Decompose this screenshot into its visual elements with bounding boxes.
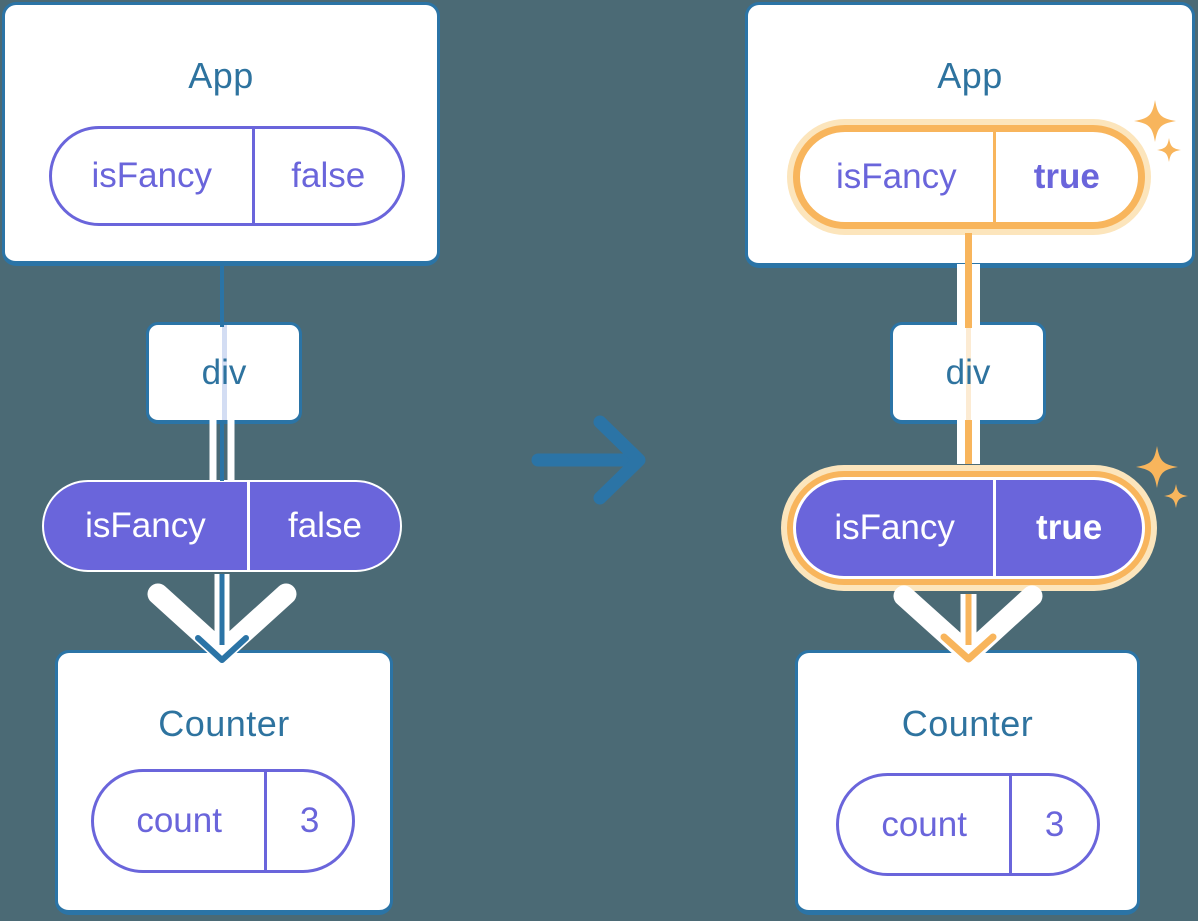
prop-pill-after-highlighted: isFancy true <box>793 477 1145 579</box>
state-value: true <box>1033 157 1100 196</box>
state-key: count <box>94 772 268 870</box>
sparkles-icon <box>1136 446 1188 508</box>
state-value: 3 <box>1044 804 1065 844</box>
after-connectors <box>893 233 1043 665</box>
counter-card-after: Counter count 3 <box>795 650 1140 915</box>
state-key: isFancy <box>800 132 996 222</box>
prop-key: isFancy <box>796 480 997 576</box>
transition-arrow-icon <box>531 415 646 505</box>
state-value: false <box>291 156 366 195</box>
prop-pill-before: isFancy false <box>42 480 402 572</box>
prop-thread-line <box>221 325 227 420</box>
app-card-before: App isFancy false <box>2 2 440 266</box>
div-card-before: div <box>146 322 302 424</box>
div-card-after: div <box>890 322 1046 424</box>
prop-value: true <box>1036 508 1103 547</box>
app-title: App <box>188 55 254 96</box>
app-state-pill-before: isFancy false <box>49 126 405 226</box>
counter-state-pill-before: count 3 <box>91 769 355 873</box>
state-key: count <box>839 776 1013 873</box>
prop-key: isFancy <box>44 482 250 570</box>
div-label: div <box>201 352 247 392</box>
app-state-pill-after-highlighted: isFancy true <box>793 125 1145 229</box>
state-key: isFancy <box>52 129 255 223</box>
prop-value: false <box>287 506 362 545</box>
counter-title: Counter <box>158 703 290 744</box>
state-value: 3 <box>299 801 320 840</box>
counter-title: Counter <box>901 703 1034 744</box>
div-label: div <box>945 352 991 392</box>
prop-thread-line <box>965 325 971 420</box>
counter-card-before: Counter count 3 <box>55 650 393 915</box>
app-title: App <box>937 55 1003 96</box>
counter-state-pill-after: count 3 <box>836 773 1100 876</box>
